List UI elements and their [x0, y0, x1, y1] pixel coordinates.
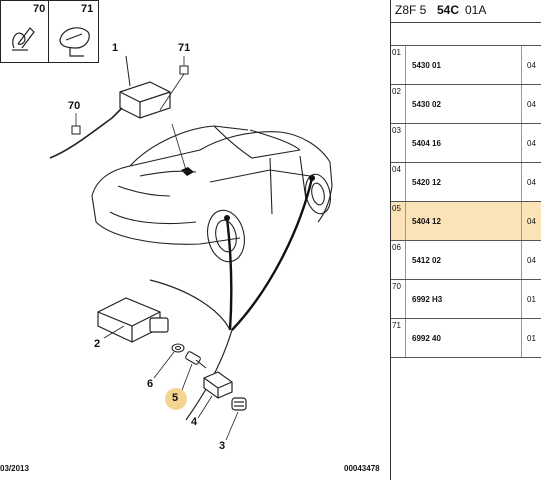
thumbnail-71-box [48, 0, 99, 63]
reference-header: Z8F 5 54C 01A [391, 0, 541, 23]
code-bold: 54C [437, 3, 460, 17]
column-divider [405, 124, 406, 162]
part-reference[interactable]: 5404 12 [412, 217, 441, 226]
pressure-sensor [97, 297, 169, 343]
part-reference[interactable]: 5430 02 [412, 100, 441, 109]
column-divider [521, 202, 522, 240]
column-divider [405, 319, 406, 357]
table-row[interactable]: 06 5412 02 04 [391, 240, 541, 279]
row-quantity: 01 [527, 334, 536, 343]
washer [171, 343, 185, 353]
part-reference[interactable]: 5420 12 [412, 178, 441, 187]
valve-cap [231, 397, 247, 411]
row-index: 02 [392, 87, 401, 96]
callout-1: 1 [112, 42, 119, 54]
row-quantity: 04 [527, 178, 536, 187]
column-divider [521, 319, 522, 357]
row-quantity: 04 [527, 139, 536, 148]
code-prefix: Z8F 5 [395, 3, 427, 17]
callout-5: 5 [172, 392, 179, 404]
car-outline [91, 125, 333, 263]
code-suffix: 01A [465, 3, 487, 17]
row-quantity: 04 [527, 100, 536, 109]
selected-marker [165, 388, 187, 410]
row-index: 01 [392, 48, 401, 57]
footer-doc-id: 00043478 [344, 464, 380, 473]
row-index: 71 [392, 321, 401, 330]
table-row[interactable]: 02 5430 02 04 [391, 84, 541, 123]
diagram-drawing [0, 0, 333, 441]
column-divider [405, 85, 406, 123]
column-divider [521, 85, 522, 123]
table-row[interactable]: 70 6992 H3 01 [391, 279, 541, 318]
column-divider [521, 163, 522, 201]
clip-icon [12, 27, 35, 51]
table-row[interactable]: 71 6992 40 01 [391, 318, 541, 358]
row-index: 05 [392, 204, 401, 213]
row-index: 06 [392, 243, 401, 252]
nut [203, 371, 233, 399]
column-divider [521, 46, 522, 84]
column-divider [521, 241, 522, 279]
column-divider [405, 202, 406, 240]
column-divider [521, 124, 522, 162]
part-reference[interactable]: 5412 02 [412, 256, 441, 265]
part-reference[interactable]: 6992 40 [412, 334, 441, 343]
column-divider [405, 163, 406, 201]
table-row[interactable]: 04 5420 12 04 [391, 162, 541, 201]
thumbnail-70-box [0, 0, 49, 63]
row-index: 70 [392, 282, 401, 291]
callout-6: 6 [147, 378, 154, 390]
callout-3: 3 [219, 440, 226, 452]
thumbnail-label-71: 71 [81, 3, 94, 15]
row-quantity: 04 [527, 217, 536, 226]
column-divider [405, 46, 406, 84]
parts-diagram: 70 71 1 71 70 2 6 5 4 3 03/2013 00043478 [0, 0, 380, 473]
callout-4: 4 [191, 416, 198, 428]
row-index: 03 [392, 126, 401, 135]
footer-date: 03/2013 [0, 464, 29, 473]
part-reference[interactable]: 5430 01 [412, 61, 441, 70]
callout-2: 2 [94, 338, 101, 350]
row-index: 04 [392, 165, 401, 174]
parts-table: 01 5430 01 04 02 5430 02 04 03 5404 16 04 04 5420 … [391, 45, 541, 358]
callout-70: 70 [68, 100, 81, 112]
part-reference[interactable]: 5404 16 [412, 139, 441, 148]
callout-71: 71 [178, 42, 191, 54]
row-quantity: 01 [527, 295, 536, 304]
table-row[interactable]: 05 5404 12 04 [391, 201, 541, 240]
fastener-icon [59, 27, 90, 57]
tpms-module [119, 81, 171, 119]
valve-stem [185, 351, 207, 369]
column-divider [405, 280, 406, 318]
column-divider [405, 241, 406, 279]
part-reference[interactable]: 6992 H3 [412, 295, 443, 304]
column-divider [521, 280, 522, 318]
parts-list-panel: Z8F 5 54C 01A 01 5430 01 04 02 5430 02 04 03 54… [390, 0, 541, 480]
row-quantity: 04 [527, 256, 536, 265]
thumbnail-label-70: 70 [33, 3, 46, 15]
table-row[interactable]: 01 5430 01 04 [391, 45, 541, 84]
table-row[interactable]: 03 5404 16 04 [391, 123, 541, 162]
row-quantity: 04 [527, 61, 536, 70]
